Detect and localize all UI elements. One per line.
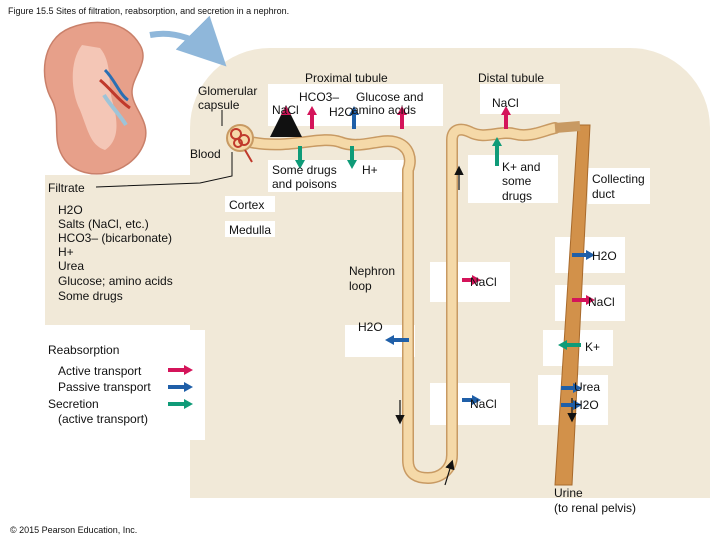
glomerular-capsule-label-2: capsule — [198, 98, 240, 112]
distal-nacl-label: NaCl — [492, 96, 519, 110]
copyright: © 2015 Pearson Education, Inc. — [10, 525, 138, 535]
transport-arrows — [168, 105, 588, 407]
filtrate-drugs: Some drugs — [58, 289, 123, 303]
collecting-duct-box — [588, 168, 650, 204]
figure-title: Figure 15.5 Sites of filtration, reabsor… — [8, 6, 290, 16]
prox-hco3-label: HCO3– — [299, 90, 340, 104]
nephron-loop-label-2: loop — [349, 279, 372, 293]
medulla-label: Medulla — [229, 223, 272, 237]
kidney-illustration — [43, 15, 227, 175]
secretion-box-left — [268, 160, 408, 192]
urine-label-2: (to renal pelvis) — [554, 501, 637, 515]
distal-k-label-1: K+ and — [502, 160, 541, 174]
filtrate-urea: Urea — [58, 259, 85, 273]
collecting-duct — [554, 121, 591, 486]
filtrate-h-plus: H+ — [58, 245, 74, 259]
cortex-label: Cortex — [229, 198, 265, 212]
filtrate-panel — [45, 175, 195, 325]
filtrate-salts: Salts (NaCl, etc.) — [58, 217, 149, 231]
glomerulus — [226, 124, 254, 163]
prox-nacl-label: NaCl — [272, 103, 299, 117]
prox-glucose-label-2: amino acids — [352, 103, 417, 117]
distal-k-label-3: drugs — [502, 189, 533, 203]
loop-nacl-label: NaCl — [470, 275, 497, 289]
distal-box — [480, 84, 560, 114]
filtrate-h2o: H2O — [58, 203, 83, 217]
duct-k-label: K+ — [585, 340, 601, 354]
secretion-box-right — [468, 155, 558, 203]
duct-h2o-label: H2O — [592, 249, 617, 263]
filtrate-glucose: Glucose; amino acids — [58, 274, 173, 288]
flow-arrows — [395, 165, 577, 486]
blood-label: Blood — [190, 147, 221, 161]
filtrate-hco3: HCO3– (bicarbonate) — [58, 231, 173, 245]
legend-secretion: Secretion — [48, 397, 99, 411]
distal-tubule-label: Distal tubule — [478, 71, 545, 85]
cortex-box — [225, 196, 275, 212]
urine-label-1: Urine — [554, 486, 583, 500]
prox-drugs-label-1: Some drugs — [272, 163, 337, 177]
loop-h2o-label: H2O — [358, 320, 383, 334]
collecting-duct-label-1: Collecting — [592, 172, 645, 186]
legend-reabsorption: Reabsorption — [48, 343, 120, 357]
collecting-duct-label-2: duct — [592, 187, 615, 201]
glomerular-capsule-label-1: Glomerular — [198, 84, 258, 98]
proximal-tubule-label: Proximal tubule — [305, 71, 388, 85]
prox-glucose-label-1: Glucose and — [356, 90, 424, 104]
prox-drugs-label-2: and poisons — [272, 177, 337, 191]
duct-nacl-label: NaCl — [588, 295, 615, 309]
legend-secretion-note: (active transport) — [58, 412, 149, 426]
leader-lines — [95, 110, 233, 188]
nephron-loop-label-1: Nephron — [349, 264, 396, 278]
prox-h2o-label: H2O — [329, 105, 354, 119]
loop-nacl-lower-label: NaCl — [470, 397, 497, 411]
nephron-tubule — [244, 122, 561, 484]
legend-passive-transport: Passive transport — [58, 380, 151, 394]
medulla-box — [225, 221, 275, 237]
distal-k-label-2: some — [502, 174, 532, 188]
legend-active-transport: Active transport — [58, 364, 142, 378]
loop-nacl-lower-box — [430, 383, 510, 425]
duct-h2o-lower-label: H2O — [574, 398, 599, 412]
prox-h-plus-label: H+ — [362, 163, 378, 177]
filtrate-heading: Filtrate — [48, 181, 85, 195]
arrow-heads — [184, 106, 595, 410]
duct-urea-label: Urea — [574, 380, 601, 394]
